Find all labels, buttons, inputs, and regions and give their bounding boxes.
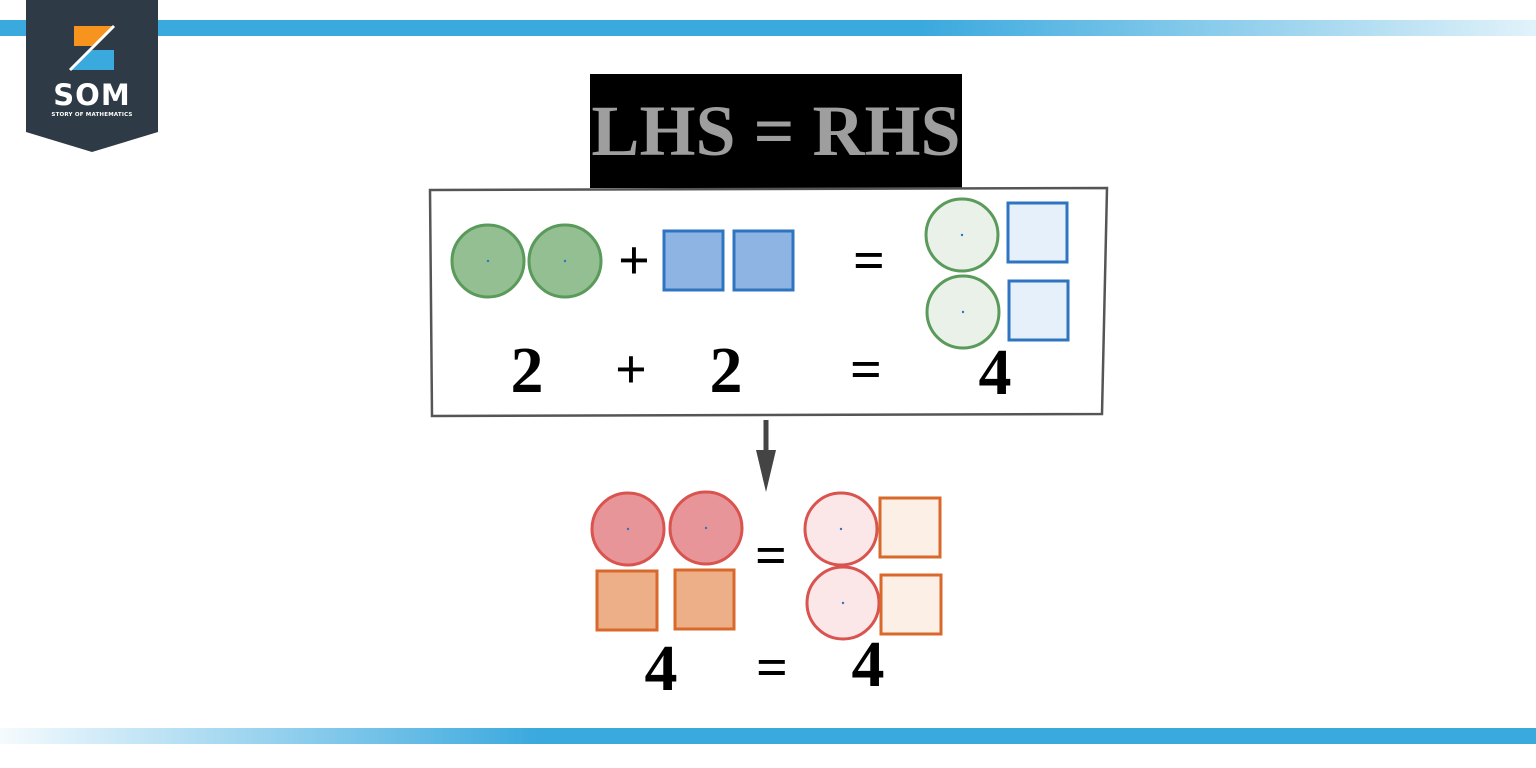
blue-square-1 [662, 229, 725, 292]
circle-center-dot [486, 259, 490, 263]
top-number-equals: = [850, 339, 882, 401]
circle-center-dot [563, 259, 567, 263]
logo-name: SOM [53, 78, 131, 112]
top-accent-band [0, 20, 1536, 36]
bottom-number-left: 4 [645, 632, 678, 705]
light-orange-square-1 [878, 496, 942, 559]
bottom-number-equals: = [756, 637, 788, 699]
blue-square-2 [732, 229, 795, 292]
bottom-shapes-equals: = [755, 525, 787, 587]
top-number-right: 4 [979, 336, 1012, 409]
page-title: LHS = RHS [590, 74, 962, 188]
orange-square-1 [595, 569, 659, 632]
logo-badge-shape [26, 0, 158, 152]
top-number-plus: + [615, 339, 647, 401]
light-blue-square-2 [1007, 279, 1070, 342]
orange-square-2 [673, 568, 736, 631]
light-blue-square-1 [1006, 201, 1069, 264]
top-shapes-plus: + [618, 230, 650, 292]
top-equation-frame [428, 186, 1109, 418]
logo-tagline: STORY OF MATHEMATICS [51, 112, 133, 118]
top-number-left: 2 [511, 334, 544, 407]
light-orange-square-2 [879, 573, 943, 636]
circle-center-dot [626, 527, 630, 531]
circle-center-dot [841, 601, 845, 605]
circle-center-dot [704, 526, 708, 530]
circle-center-dot [960, 233, 964, 237]
circle-center-dot [961, 310, 965, 314]
logo-mark-icon [68, 24, 116, 72]
som-logo: SOM STORY OF MATHEMATICS [26, 0, 158, 152]
top-shapes-equals: = [853, 230, 885, 292]
top-number-middle: 2 [710, 334, 743, 407]
circle-center-dot [839, 527, 843, 531]
bottom-number-right: 4 [852, 628, 885, 701]
bottom-accent-band [0, 728, 1536, 744]
down-arrow-icon [756, 420, 776, 492]
